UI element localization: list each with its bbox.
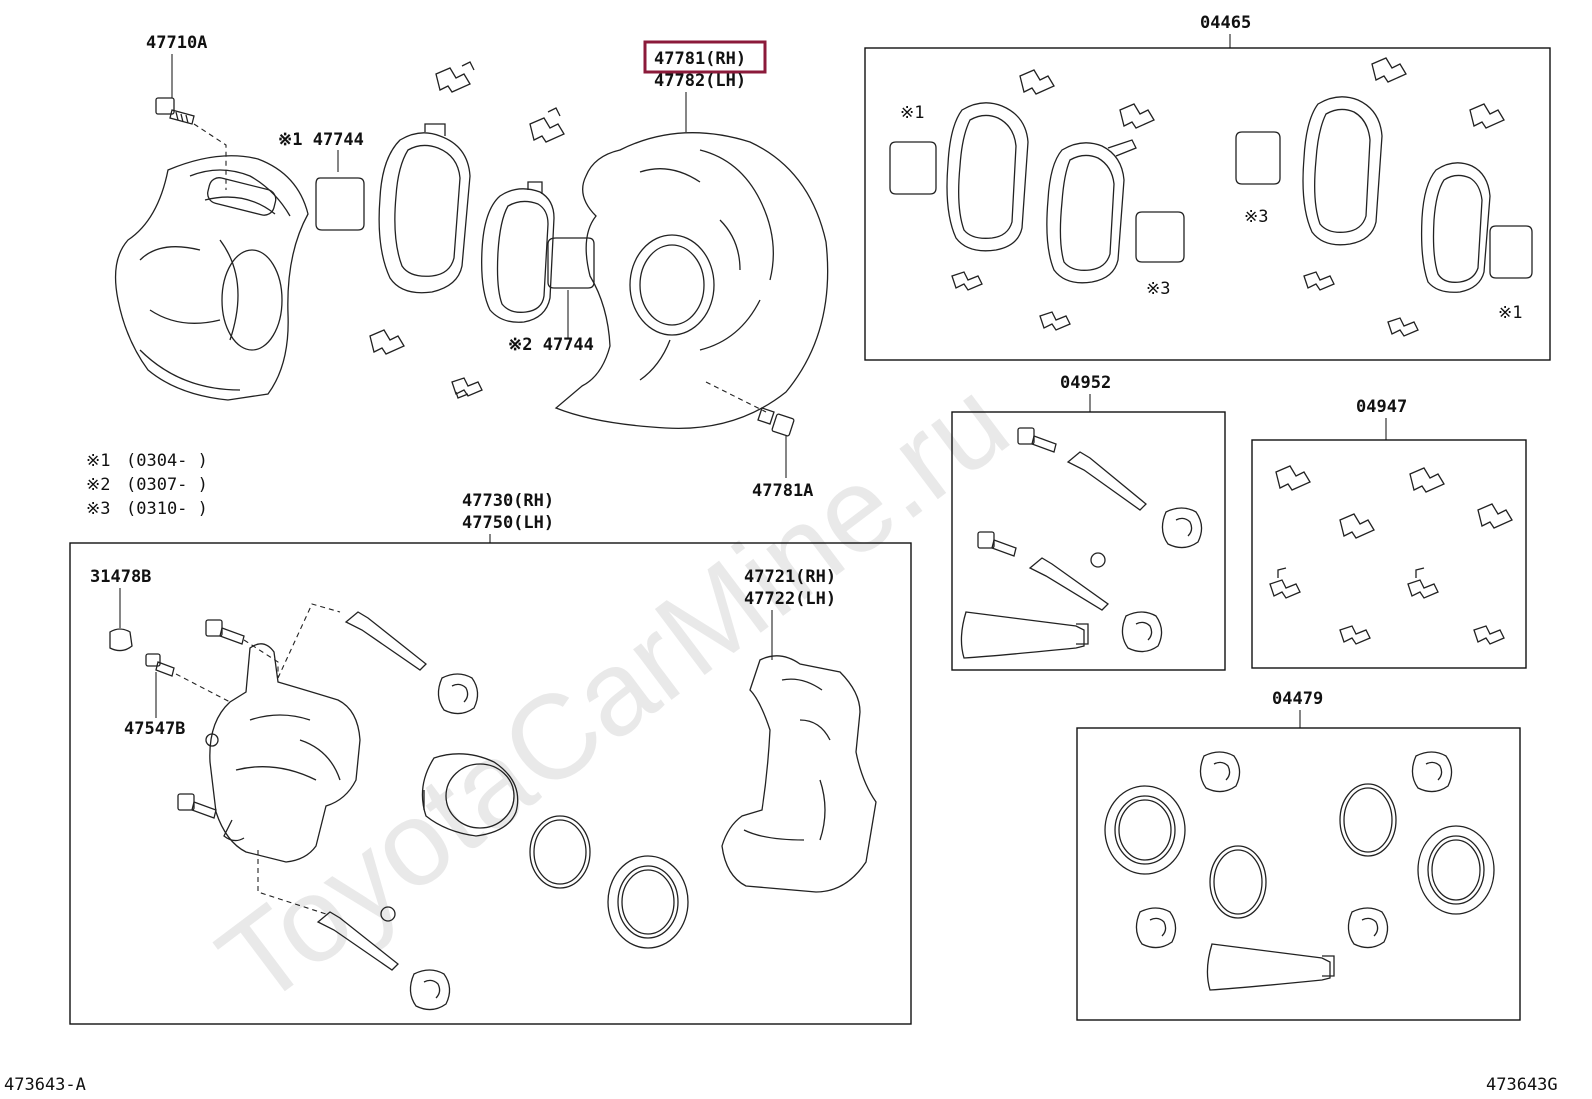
shim bbox=[1135, 211, 1185, 263]
clip-3 bbox=[369, 329, 405, 355]
note-mark: ※2 bbox=[86, 475, 110, 495]
mark-3: ※3 bbox=[1244, 207, 1268, 227]
label-47781-rh[interactable]: 47781(RH) bbox=[654, 49, 746, 69]
bleeder-plug-47547B bbox=[145, 653, 175, 677]
note-text: (0304- ) bbox=[126, 451, 208, 471]
brake-pad bbox=[1046, 139, 1137, 284]
note-mark: ※1 bbox=[86, 451, 110, 471]
shim bbox=[889, 141, 937, 195]
clip bbox=[1039, 311, 1071, 331]
label-47744-1[interactable]: ※1 47744 bbox=[278, 130, 364, 150]
clip-1 bbox=[435, 61, 475, 93]
clip bbox=[1019, 69, 1055, 95]
clip bbox=[1371, 57, 1407, 83]
shim bbox=[1235, 131, 1281, 185]
shim bbox=[1489, 225, 1533, 279]
highlight-box bbox=[643, 40, 767, 74]
notes: ※1 (0304- ) ※2 (0307- ) ※3 (0310- ) bbox=[86, 451, 208, 519]
guide-pin bbox=[344, 611, 479, 715]
label-04479[interactable]: 04479 bbox=[1272, 689, 1323, 709]
cylinder-boot bbox=[607, 855, 689, 949]
pad-clip-kit bbox=[1269, 465, 1513, 645]
label-04947[interactable]: 04947 bbox=[1356, 397, 1407, 417]
kit-box-04952 bbox=[951, 411, 1226, 671]
label-47744-2[interactable]: ※2 47744 bbox=[508, 335, 594, 355]
assembly-box-47730 bbox=[69, 542, 912, 1025]
brake-pad bbox=[946, 102, 1029, 252]
label-47782-lh[interactable]: 47782(LH) bbox=[654, 71, 746, 91]
diagram-code-right: 473643G bbox=[1486, 1075, 1558, 1095]
clip bbox=[951, 271, 983, 291]
bolt-47710A bbox=[155, 97, 195, 125]
cylinder-kit bbox=[1104, 751, 1495, 991]
bolt bbox=[205, 619, 245, 645]
diagram-code-left: 473643-A bbox=[4, 1075, 86, 1095]
brake-pad-inner bbox=[378, 123, 471, 294]
cylinder-body bbox=[205, 643, 361, 863]
label-47547B[interactable]: 47547B bbox=[124, 719, 185, 739]
label-47722-lh[interactable]: 47722(LH) bbox=[744, 589, 836, 609]
clip bbox=[1387, 317, 1419, 337]
piston bbox=[421, 753, 519, 837]
label-47781A[interactable]: 47781A bbox=[752, 481, 813, 501]
label-47750-lh[interactable]: 47750(LH) bbox=[462, 513, 554, 533]
kit-box-04479 bbox=[1076, 727, 1521, 1021]
label-47730-rh[interactable]: 47730(RH) bbox=[462, 491, 554, 511]
label-47721-rh[interactable]: 47721(RH) bbox=[744, 567, 836, 587]
clip bbox=[1303, 271, 1335, 291]
shim-47744-2 bbox=[547, 237, 595, 289]
guide-pin-kit bbox=[960, 427, 1203, 659]
bleeder-cap bbox=[109, 628, 133, 652]
piston-seal bbox=[529, 815, 591, 889]
caliper-body bbox=[114, 155, 309, 401]
brake-pad bbox=[1420, 162, 1491, 293]
mark-3: ※3 bbox=[1146, 279, 1170, 299]
label-04465[interactable]: 04465 bbox=[1200, 13, 1251, 33]
label-47710A[interactable]: 47710A bbox=[146, 33, 207, 53]
shim-47744-1 bbox=[315, 177, 365, 231]
label-04952[interactable]: 04952 bbox=[1060, 373, 1111, 393]
disc-dust-cover-47781 bbox=[554, 132, 829, 430]
bolt-47781A bbox=[757, 407, 795, 437]
caliper-mounting-bracket bbox=[721, 655, 877, 893]
note-text: (0310- ) bbox=[126, 499, 208, 519]
clip bbox=[1469, 103, 1505, 129]
clip-4 bbox=[451, 377, 483, 399]
guide-pin-lower bbox=[316, 906, 451, 1011]
bolt bbox=[177, 793, 217, 819]
brake-pad bbox=[1302, 96, 1383, 246]
clip-2 bbox=[529, 107, 565, 143]
kit-box-04947 bbox=[1251, 439, 1527, 669]
clip bbox=[1119, 103, 1155, 129]
note-mark: ※3 bbox=[86, 499, 110, 519]
kit-box-04465 bbox=[864, 47, 1551, 361]
note-text: (0307- ) bbox=[126, 475, 208, 495]
watermark: ToyotaCarMine.ru bbox=[195, 354, 1032, 1031]
mark-1: ※1 bbox=[900, 103, 924, 123]
label-31478B[interactable]: 31478B bbox=[90, 567, 151, 587]
brake-pad-outer bbox=[481, 181, 555, 323]
mark-1: ※1 bbox=[1498, 303, 1522, 323]
